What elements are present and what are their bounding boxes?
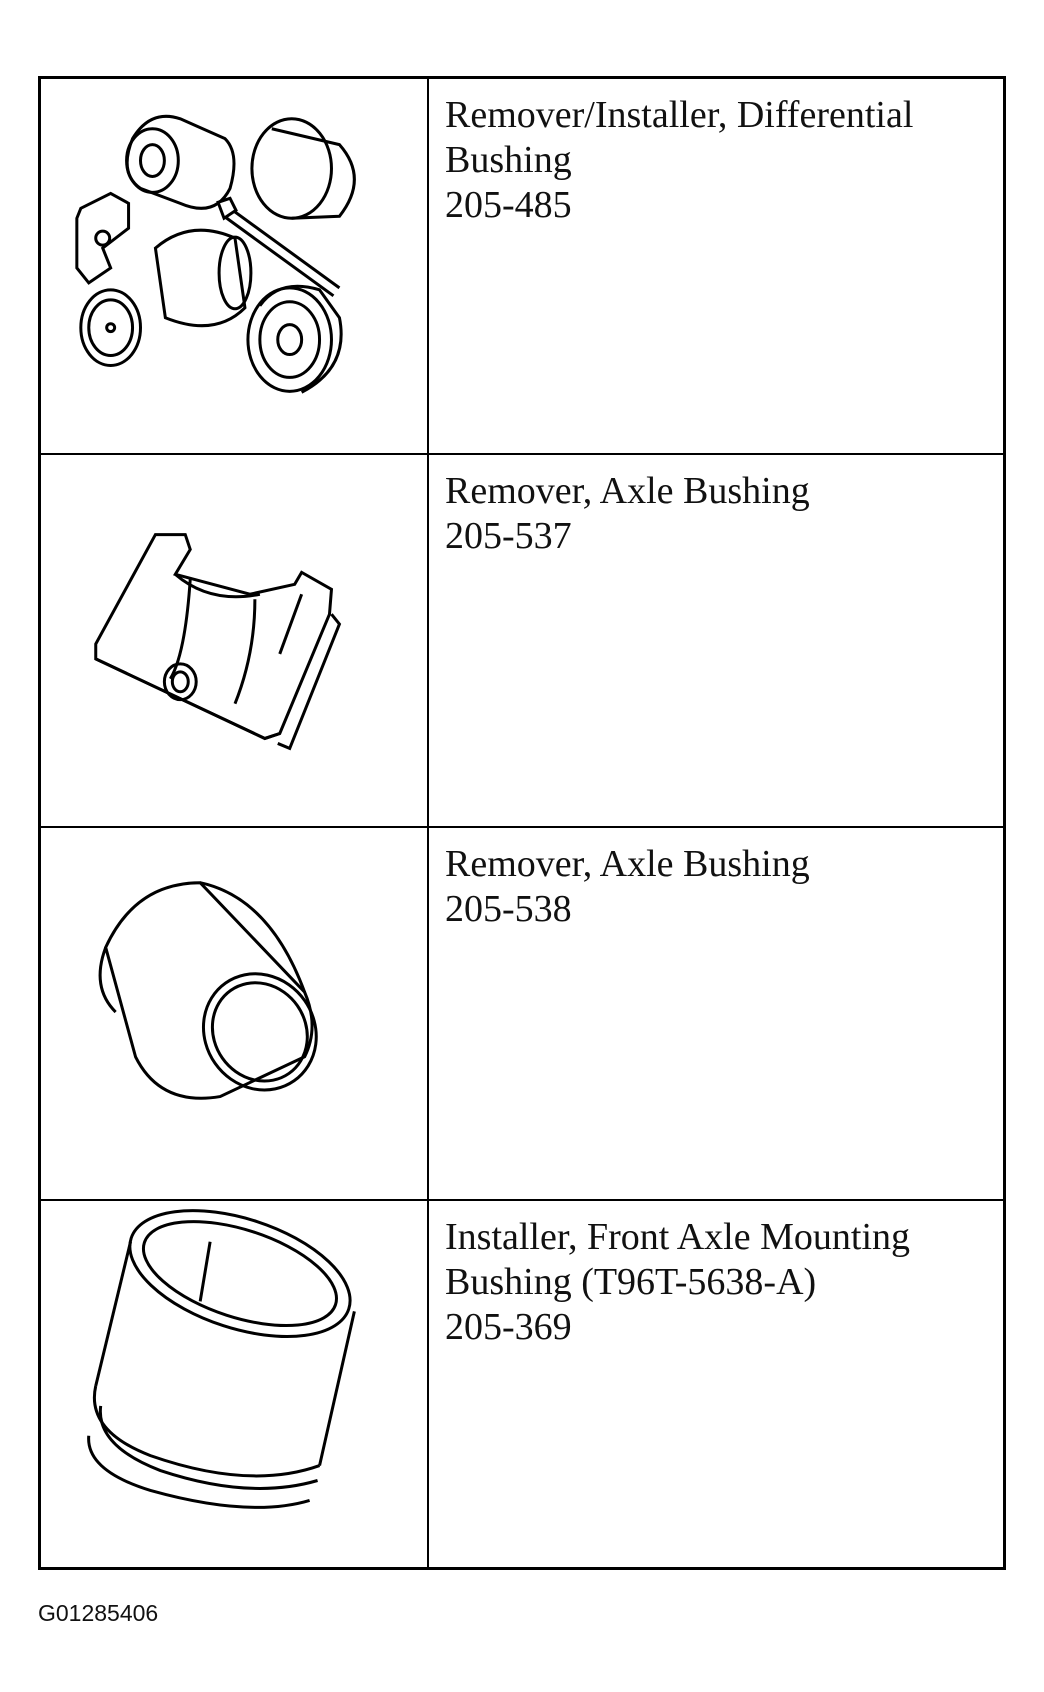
tool-image-cell bbox=[41, 79, 429, 453]
figure-code: G01285406 bbox=[38, 1600, 159, 1626]
tool-name-line1: Installer, Front Axle Mounting bbox=[445, 1216, 910, 1258]
tool-description: Remover, Axle Bushing 205-537 bbox=[445, 469, 993, 559]
tool-image-cell bbox=[41, 828, 429, 1199]
tool-description: Remover/Installer, Differential Bushing … bbox=[445, 93, 993, 228]
table-row: Remover, Axle Bushing 205-537 bbox=[41, 455, 1003, 828]
tool-description: Remover, Axle Bushing 205-538 bbox=[445, 842, 993, 932]
tool-image-cell bbox=[41, 455, 429, 826]
tool-number: 205-369 bbox=[445, 1306, 572, 1348]
table-row: Remover, Axle Bushing 205-538 bbox=[41, 828, 1003, 1201]
special-tools-table: Remover/Installer, Differential Bushing … bbox=[38, 76, 1006, 1570]
tool-image-cell bbox=[41, 1201, 429, 1567]
tool-name-line2: Bushing (T96T-5638-A) bbox=[445, 1261, 817, 1303]
axle-bushing-remover-sleeve-icon bbox=[41, 828, 427, 1199]
table-row: Installer, Front Axle Mounting Bushing (… bbox=[41, 1201, 1003, 1567]
tool-name-line1: Remover/Installer, Differential bbox=[445, 94, 914, 136]
tool-name-line2: Bushing bbox=[445, 139, 572, 181]
axle-bushing-remover-bracket-icon bbox=[41, 455, 427, 826]
table-row: Remover/Installer, Differential Bushing … bbox=[41, 79, 1003, 455]
tool-number: 205-485 bbox=[445, 184, 572, 226]
tool-name-line1: Remover, Axle Bushing bbox=[445, 470, 810, 512]
tool-description: Installer, Front Axle Mounting Bushing (… bbox=[445, 1215, 993, 1350]
differential-bushing-kit-icon bbox=[41, 79, 427, 453]
tool-name-line1: Remover, Axle Bushing bbox=[445, 843, 810, 885]
front-axle-bushing-installer-icon bbox=[41, 1201, 427, 1567]
tool-number: 205-538 bbox=[445, 888, 572, 930]
tool-number: 205-537 bbox=[445, 515, 572, 557]
